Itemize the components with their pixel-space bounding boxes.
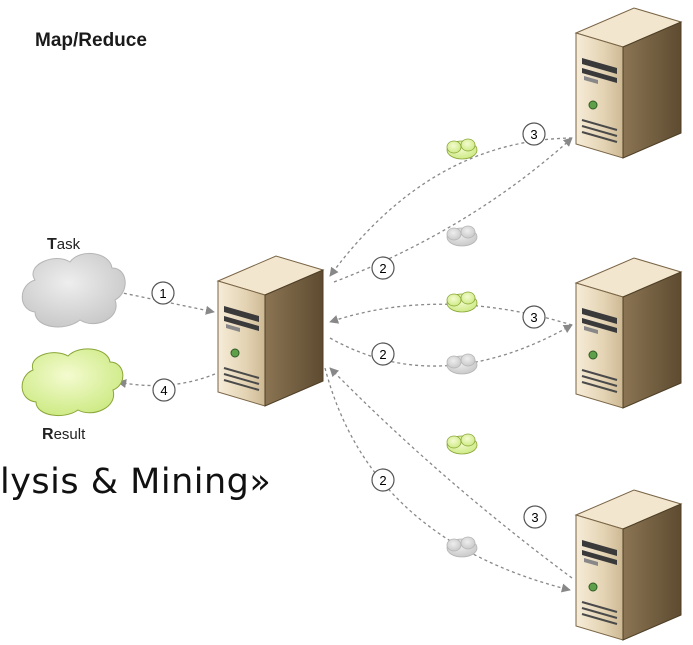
step-badge-2-worker2: 2 (371, 342, 395, 366)
worker-server-2 (575, 257, 682, 409)
result-label: Result (42, 426, 86, 443)
small-cloud-gray-1 (446, 225, 478, 247)
svg-text:2: 2 (379, 473, 386, 488)
step-badge-3-worker3: 3 (523, 505, 547, 529)
small-cloud-green-2 (446, 291, 478, 313)
step-badge-3-worker2: 3 (522, 305, 546, 329)
diagram-title: Map/Reduce (35, 30, 147, 51)
arrow-worker2-to-master (329, 303, 573, 326)
arrow-worker1-to-master (329, 137, 573, 277)
connectors (117, 137, 573, 593)
worker-server-3 (575, 489, 682, 641)
arrow-worker3-to-master (329, 367, 573, 579)
step-badge-2-worker1: 2 (371, 256, 395, 280)
svg-text:3: 3 (530, 127, 537, 142)
overlay-caption: lysis & Mining» (0, 462, 272, 502)
arrow-master-to-worker1 (333, 137, 573, 283)
small-cloud-gray-2 (446, 353, 478, 375)
svg-text:2: 2 (379, 347, 386, 362)
svg-text:3: 3 (530, 310, 537, 325)
step-badge-3-worker1: 3 (522, 122, 546, 146)
result-cloud (21, 348, 124, 417)
arrow-master-to-worker3 (324, 367, 571, 593)
worker-server-1 (575, 7, 682, 159)
small-cloud-green-3 (446, 433, 478, 455)
step-badge-1: 1 (151, 281, 175, 305)
small-cloud-green-1 (446, 138, 478, 160)
task-label: Task (47, 236, 81, 253)
small-cloud-gray-3 (446, 536, 478, 558)
svg-text:3: 3 (531, 510, 538, 525)
master-server (217, 255, 324, 407)
svg-text:1: 1 (159, 286, 166, 301)
step-badge-2-worker3: 2 (371, 468, 395, 492)
arrow-master-to-worker2 (329, 324, 573, 367)
svg-text:2: 2 (379, 261, 386, 276)
task-cloud (21, 253, 126, 328)
step-badge-4: 4 (152, 378, 176, 402)
svg-text:4: 4 (160, 383, 167, 398)
